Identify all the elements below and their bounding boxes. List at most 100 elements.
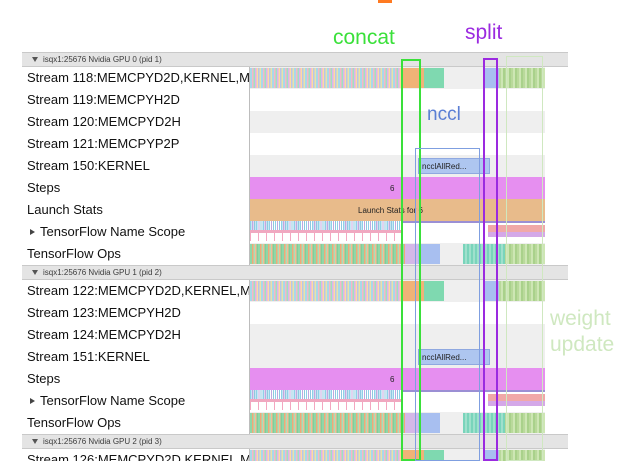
timeline-track[interactable] — [249, 89, 545, 111]
trace-row-label[interactable]: Stream 126:MEMCPYD2D,KERNEL,MI — [22, 449, 249, 461]
trace-row[interactable]: Stream 118:MEMCPYD2D,KERNEL,ME — [22, 67, 568, 89]
kernel-activity-bar[interactable] — [250, 281, 402, 301]
tf-ops-teal-bar[interactable] — [463, 244, 505, 264]
weight-update-bar[interactable] — [511, 281, 545, 301]
nccl-allreduce-bar[interactable] — [418, 158, 490, 174]
trace-row-label[interactable]: Stream 150:KERNEL — [22, 155, 249, 177]
tf-ops-weight-bar[interactable] — [505, 244, 545, 264]
timeline-track[interactable] — [249, 324, 545, 346]
trace-group-header[interactable]: isqx1:25676 Nvidia GPU 2 (pid 3) — [22, 434, 568, 449]
timeline-track[interactable] — [249, 111, 545, 133]
tf-ops-concat-bar[interactable] — [405, 413, 418, 433]
step-bar[interactable] — [250, 177, 545, 199]
name-scope-bar[interactable] — [250, 390, 402, 399]
split-op-bar[interactable] — [484, 281, 499, 301]
name-scope-leaf-bar[interactable] — [250, 233, 402, 241]
kernel-activity-bar[interactable] — [250, 68, 402, 88]
split-op-bar[interactable] — [484, 68, 499, 88]
launch-stats-bar[interactable] — [250, 199, 545, 221]
trace-row[interactable]: TensorFlow Ops — [22, 412, 568, 434]
tf-ops-weight-bar[interactable] — [505, 413, 545, 433]
name-scope-tail2-bar[interactable] — [488, 401, 545, 406]
name-scope-bar[interactable] — [250, 221, 402, 230]
name-scope-sub-bar[interactable] — [250, 399, 402, 402]
timeline-track[interactable] — [249, 449, 545, 461]
trace-row-label[interactable]: Steps — [22, 177, 249, 199]
step-bar[interactable] — [250, 368, 545, 390]
memcpy-bar[interactable] — [402, 281, 424, 301]
timeline-track[interactable] — [249, 133, 545, 155]
name-scope-span-bar[interactable] — [402, 221, 545, 223]
weight-update-bar[interactable] — [499, 281, 511, 301]
trace-row-label[interactable]: Stream 118:MEMCPYD2D,KERNEL,ME — [22, 67, 249, 89]
trace-row[interactable]: Stream 126:MEMCPYD2D,KERNEL,MI — [22, 449, 568, 461]
timeline-track[interactable] — [249, 221, 545, 243]
tf-ops-concat-bar[interactable] — [405, 244, 418, 264]
timeline-track[interactable] — [249, 280, 545, 302]
tf-ops-teal-bar[interactable] — [463, 413, 505, 433]
chevron-right-icon[interactable] — [30, 398, 35, 404]
chevron-down-icon[interactable] — [32, 270, 38, 275]
weight-update-bar[interactable] — [499, 450, 511, 461]
trace-row-label[interactable]: Stream 124:MEMCPYD2H — [22, 324, 249, 346]
weight-update-bar[interactable] — [511, 450, 545, 461]
trace-row-label[interactable]: Stream 123:MEMCPYH2D — [22, 302, 249, 324]
trace-row-label[interactable]: Stream 120:MEMCPYD2H — [22, 111, 249, 133]
trace-row[interactable]: Stream 124:MEMCPYD2H — [22, 324, 568, 346]
trace-row[interactable]: Stream 122:MEMCPYD2D,KERNEL,MI — [22, 280, 568, 302]
concat-op-bar[interactable] — [424, 450, 444, 461]
timeline-track[interactable]: ncclAllRed... — [249, 155, 545, 177]
name-scope-span-bar[interactable] — [402, 390, 545, 392]
chevron-down-icon[interactable] — [32, 57, 38, 62]
trace-row[interactable]: TensorFlow Name Scope — [22, 221, 568, 243]
trace-row[interactable]: TensorFlow Name Scope — [22, 390, 568, 412]
concat-op-bar[interactable] — [424, 281, 444, 301]
trace-row[interactable]: Stream 121:MEMCPYP2P — [22, 133, 568, 155]
timeline-track[interactable] — [249, 390, 545, 412]
timeline-track[interactable]: 6 — [249, 177, 545, 199]
trace-group-header[interactable]: isqx1:25676 Nvidia GPU 1 (pid 2) — [22, 265, 568, 280]
trace-group-header[interactable]: isqx1:25676 Nvidia GPU 0 (pid 1) — [22, 52, 568, 67]
trace-row-label[interactable]: Steps — [22, 368, 249, 390]
timeline-track[interactable] — [249, 243, 545, 265]
name-scope-leaf-bar[interactable] — [250, 402, 402, 410]
trace-row[interactable]: Stream 123:MEMCPYH2D — [22, 302, 568, 324]
split-op-bar[interactable] — [484, 450, 499, 461]
memcpy-bar[interactable] — [402, 450, 424, 461]
trace-row-label[interactable]: Launch Stats — [22, 199, 249, 221]
trace-row-label[interactable]: Stream 151:KERNEL — [22, 346, 249, 368]
name-scope-sub-bar[interactable] — [250, 230, 402, 233]
trace-row[interactable]: Stream 120:MEMCPYD2H — [22, 111, 568, 133]
trace-row-label[interactable]: Stream 122:MEMCPYD2D,KERNEL,MI — [22, 280, 249, 302]
trace-row-label[interactable]: TensorFlow Ops — [22, 243, 249, 265]
nccl-allreduce-bar[interactable] — [418, 349, 490, 365]
trace-row[interactable]: Stream 119:MEMCPYH2D — [22, 89, 568, 111]
trace-row-label[interactable]: Stream 119:MEMCPYH2D — [22, 89, 249, 111]
timeline-track[interactable] — [249, 412, 545, 434]
weight-update-bar[interactable] — [499, 68, 511, 88]
trace-row-label[interactable]: TensorFlow Ops — [22, 412, 249, 434]
trace-viewer[interactable]: isqx1:25676 Nvidia GPU 0 (pid 1)Stream 1… — [22, 52, 568, 461]
timeline-track[interactable] — [249, 302, 545, 324]
chevron-down-icon[interactable] — [32, 439, 38, 444]
tf-ops-bar[interactable] — [250, 413, 405, 433]
weight-update-bar[interactable] — [511, 68, 545, 88]
name-scope-tail2-bar[interactable] — [488, 232, 545, 237]
trace-row-label[interactable]: TensorFlow Name Scope — [22, 221, 249, 243]
chevron-right-icon[interactable] — [30, 229, 35, 235]
memcpy-bar[interactable] — [402, 68, 424, 88]
kernel-activity-bar[interactable] — [250, 450, 402, 461]
concat-op-bar[interactable] — [424, 68, 444, 88]
timeline-track[interactable] — [249, 67, 545, 89]
tf-ops-bar[interactable] — [250, 244, 405, 264]
timeline-track[interactable]: ncclAllRed... — [249, 346, 545, 368]
tf-ops-nccl-bar[interactable] — [418, 244, 440, 264]
trace-row-label[interactable]: Stream 121:MEMCPYP2P — [22, 133, 249, 155]
timeline-track[interactable]: Launch Stats for 6 — [249, 199, 545, 221]
name-scope-tail-bar[interactable] — [488, 394, 545, 401]
name-scope-tail-bar[interactable] — [488, 225, 545, 232]
trace-row-label[interactable]: TensorFlow Name Scope — [22, 390, 249, 412]
